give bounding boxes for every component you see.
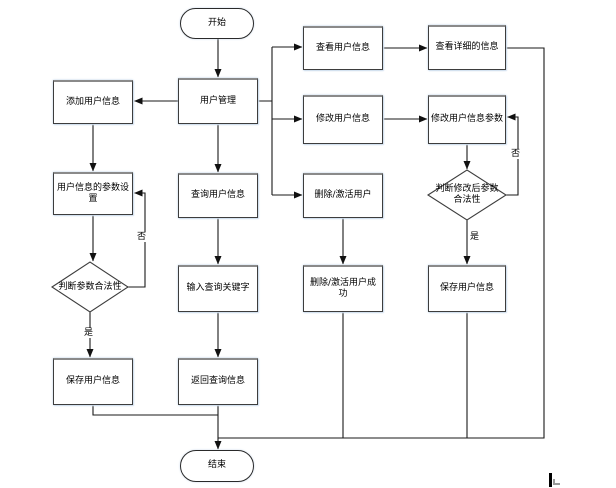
node-save-user-info-right: 保存用户信息 [428, 265, 506, 312]
node-view-user-info: 查看用户信息 [303, 26, 383, 70]
decision-judge-modified-shape [426, 169, 508, 221]
node-delete-activate-success: 删除/激活用户成功 [303, 265, 383, 312]
branch-label-yes-left: 是 [83, 328, 95, 338]
node-view-detail-info: 查看详细的信息 [428, 25, 506, 70]
branch-label-yes-right: 是 [469, 232, 481, 242]
node-user-management: 用户管理 [178, 78, 258, 124]
branch-label-no-right: 否 [510, 149, 522, 159]
node-param-settings: 用户信息的参数设置 [53, 172, 133, 215]
node-query-user-info: 查询用户信息 [178, 173, 258, 218]
node-input-query-keyword: 输入查询关键字 [178, 265, 258, 312]
decision-judge-params-shape [50, 261, 130, 313]
decision-judge-modified-label: 判断修改后参数合法性 [435, 184, 499, 205]
decision-judge-params-label: 判断参数合法性 [58, 281, 122, 292]
node-save-user-info-left: 保存用户信息 [53, 358, 133, 405]
edge-saveuserleft-join [92, 405, 218, 416]
node-modify-user-params: 修改用户信息参数 [428, 95, 506, 144]
edge-trunk-right [258, 47, 273, 195]
branch-label-no-left: 否 [136, 232, 148, 242]
node-end: 结束 [180, 450, 254, 482]
node-return-query-info: 返回查询信息 [178, 358, 258, 405]
text-cursor-icon [549, 473, 552, 487]
node-start: 开始 [180, 8, 254, 39]
text-cursor-hook-icon [553, 479, 560, 485]
edge-viewdetail-to-bottom [218, 47, 545, 439]
node-delete-activate-user: 删除/激活用户 [303, 173, 383, 218]
node-add-user-info: 添加用户信息 [53, 80, 133, 124]
node-modify-user-info: 修改用户信息 [303, 95, 383, 144]
